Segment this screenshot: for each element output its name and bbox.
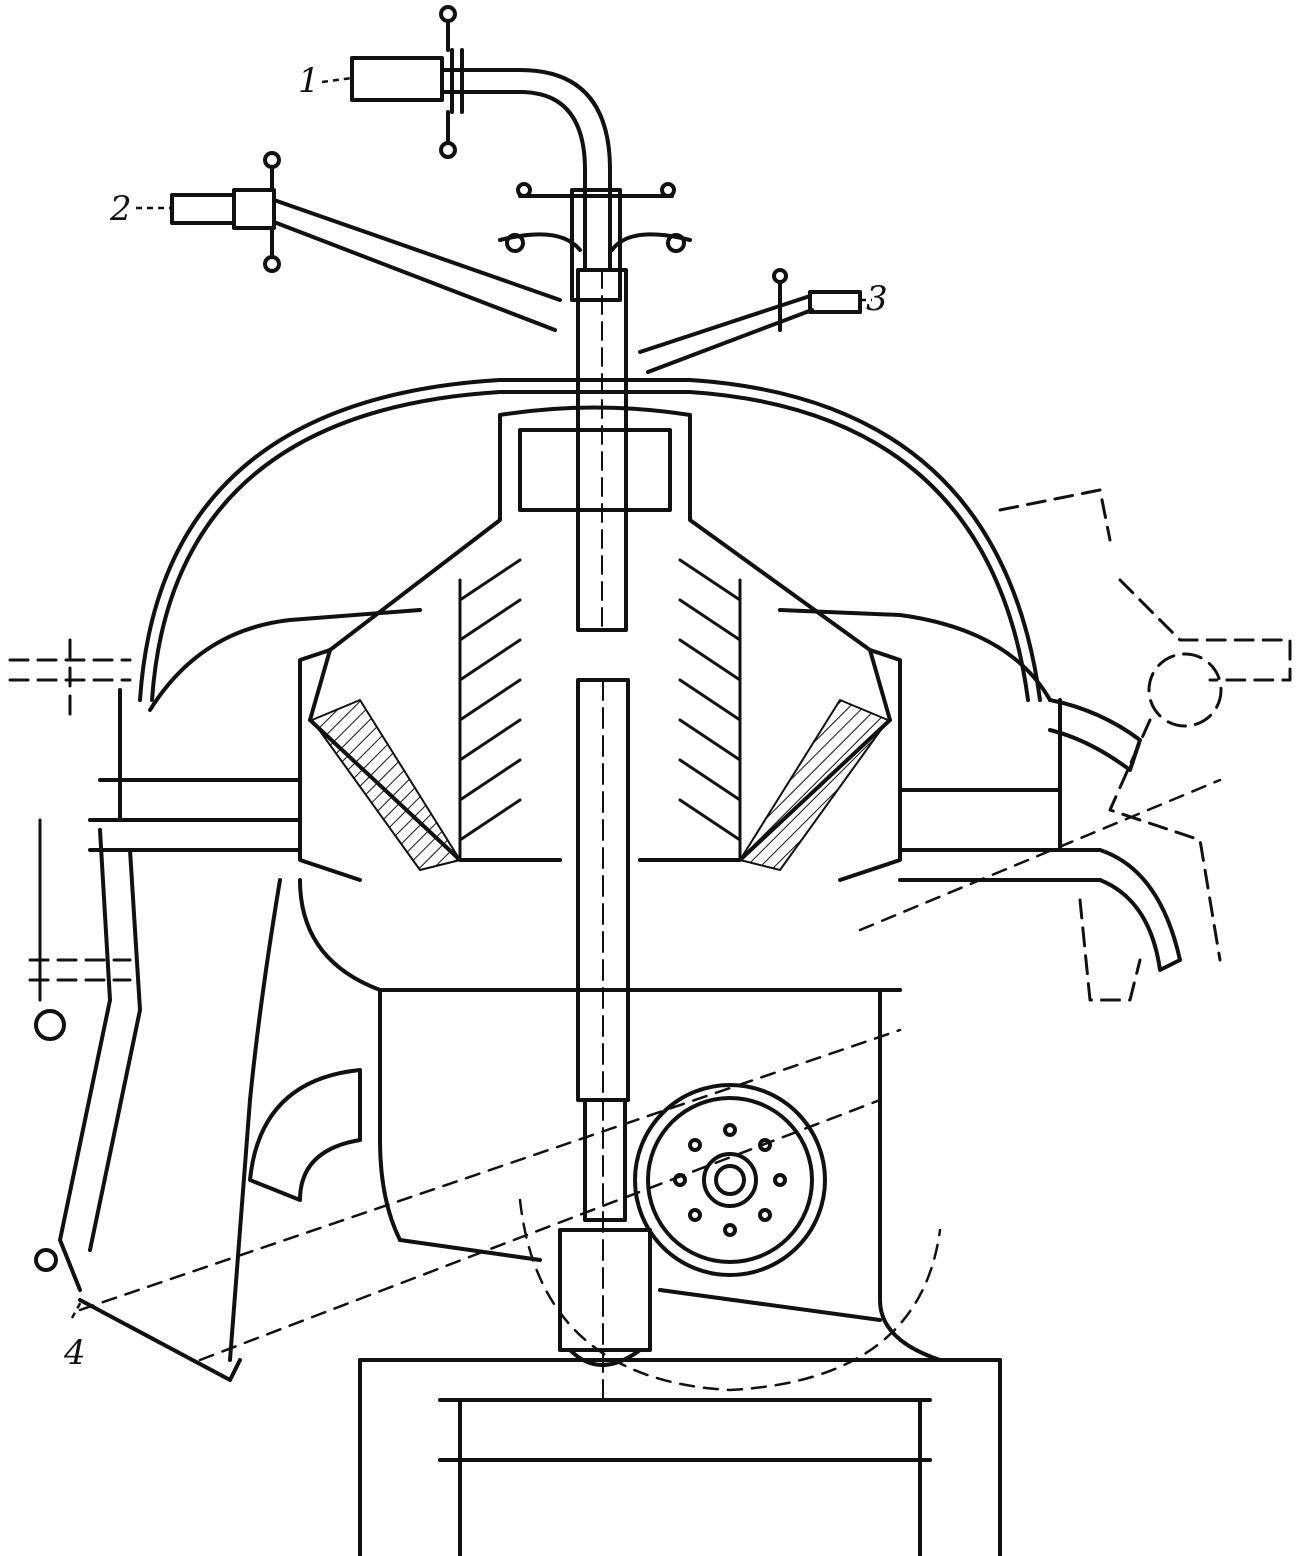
worm-gear <box>633 1083 827 1277</box>
inlet-pipe-1 <box>350 5 612 272</box>
left-handle <box>8 638 132 982</box>
bowl-lid <box>298 405 902 882</box>
spindle <box>576 678 630 1401</box>
callout-1-leader <box>321 76 353 84</box>
frame-collar <box>88 688 1102 882</box>
callout-label-2: 2 <box>110 189 132 229</box>
lower-bearing <box>558 1228 652 1367</box>
brake-lever-4 <box>34 818 242 1382</box>
right-outlet-nozzle <box>1048 698 1182 972</box>
swing-handle <box>998 488 1292 1002</box>
callout-4-leader <box>70 1299 84 1319</box>
callout-label-3: 3 <box>866 279 888 319</box>
callout-label-4: 4 <box>64 1333 86 1373</box>
separator-hood <box>138 378 1052 712</box>
centre-tube <box>498 182 692 632</box>
bowl-hatch-right <box>739 699 889 871</box>
sludge-spout <box>248 1068 362 1202</box>
outlet-pipe-3 <box>638 268 862 374</box>
swing-arcs <box>78 778 1222 1392</box>
bowl-hatch-left <box>311 699 461 871</box>
frame-housing <box>228 878 1002 1556</box>
disc-stack <box>458 558 742 862</box>
callout-label-1: 1 <box>298 61 320 101</box>
